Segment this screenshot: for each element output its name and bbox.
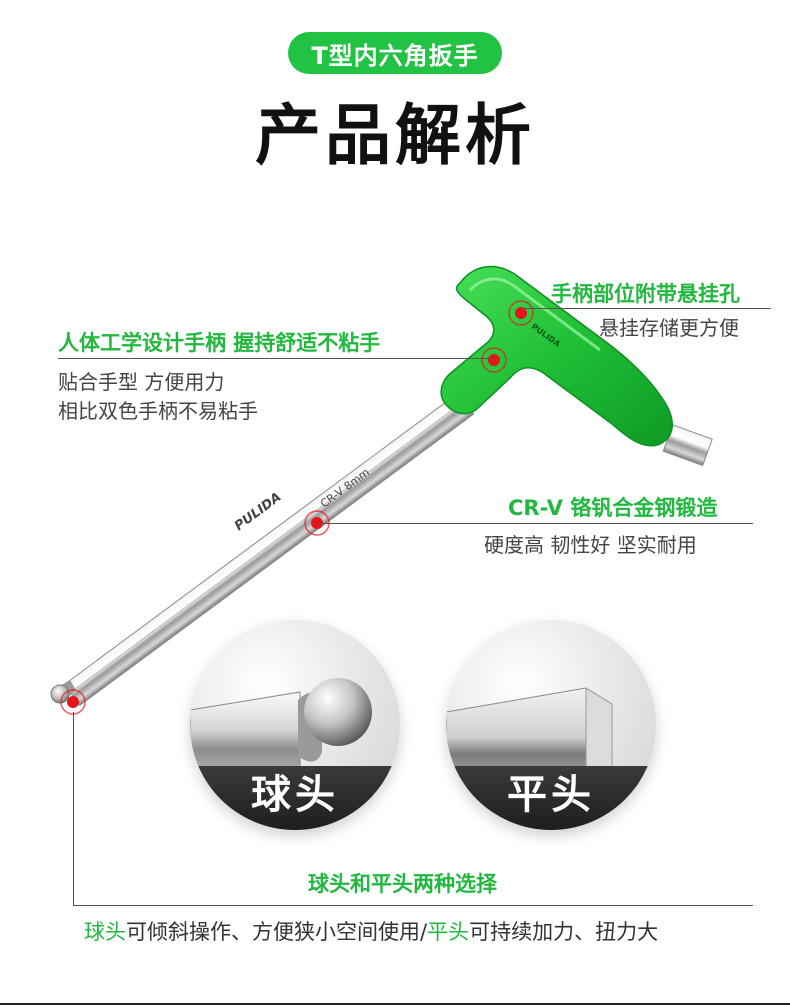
callout-material-desc: 硬度高 韧性好 坚实耐用 <box>484 533 697 557</box>
page-title: 产品解析 <box>255 97 535 174</box>
callout-hanging-hole-line <box>521 308 771 309</box>
marker-handle <box>481 347 507 373</box>
callout-material-line <box>317 523 753 524</box>
page-bottom-rule <box>0 1003 790 1005</box>
callout-tips-note: 球头可倾斜操作、方便狭小空间使用/平头可持续加力、扭力大 <box>84 916 658 946</box>
ball-end-closeup-icon <box>190 678 372 789</box>
zoom-flat-end-label: 平头 <box>446 766 656 830</box>
callout-ergonomic-line <box>58 358 494 359</box>
callout-ergonomic-title: 人体工学设计手柄 握持舒适不粘手 <box>58 331 381 355</box>
callout-hanging-hole-stem <box>521 308 522 314</box>
zoom-ball-end: 球头 <box>190 620 400 830</box>
callout-ergonomic-desc-1: 贴合手型 方便用力 <box>58 370 225 394</box>
wrench-shaft <box>63 392 475 707</box>
zoom-ball-end-label: 球头 <box>190 766 400 830</box>
callout-tips-title: 球头和平头两种选择 <box>308 872 497 896</box>
callout-tips-stem <box>73 712 74 906</box>
note-ball-label: 球头 <box>84 920 126 944</box>
callout-material-title: CR-V 铬钒合金钢锻造 <box>508 496 718 520</box>
note-flat-label: 平头 <box>427 920 470 944</box>
product-type-label: T型内六角扳手 <box>311 41 479 70</box>
product-type-pill: T型内六角扳手 <box>288 32 502 74</box>
zoom-flat-end: 平头 <box>446 620 656 830</box>
t-handle <box>440 265 673 447</box>
callout-hanging-hole-desc: 悬挂存储更方便 <box>599 316 739 340</box>
note-ball-desc: 可倾斜操作、方便狭小空间使用/ <box>126 920 428 944</box>
callout-hanging-hole-title: 手柄部位附带悬挂孔 <box>551 282 740 306</box>
note-flat-desc: 可持续加力、扭力大 <box>469 920 659 944</box>
ball-neck <box>60 680 76 697</box>
callout-tips-line <box>73 905 753 906</box>
ball-end <box>50 684 70 704</box>
callout-ergonomic-desc-2: 相比双色手柄不易粘手 <box>58 399 258 423</box>
